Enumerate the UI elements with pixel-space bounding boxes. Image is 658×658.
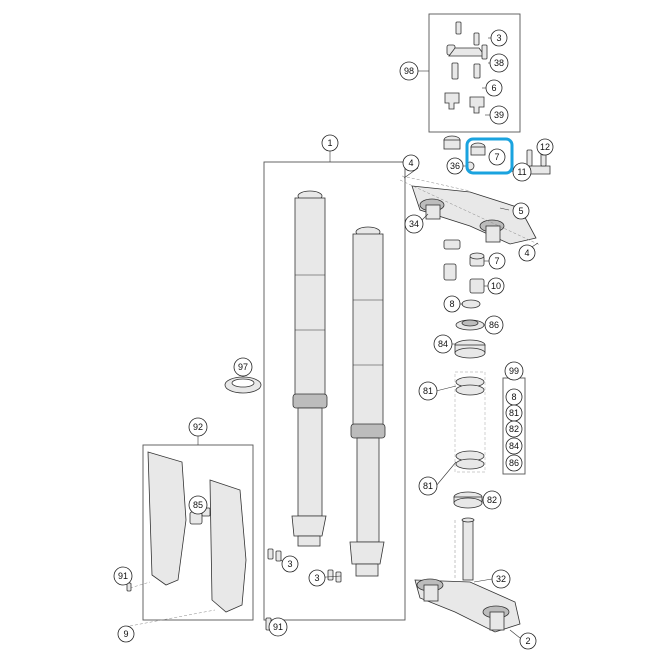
- fork-leg-right: [349, 226, 386, 577]
- callout-38[interactable]: 38: [489, 53, 509, 73]
- callout-34[interactable]: 34: [404, 214, 424, 234]
- callout-39[interactable]: 39: [489, 105, 509, 125]
- clamp-ring-97: [224, 376, 262, 394]
- svg-text:3: 3: [287, 559, 292, 569]
- svg-text:1: 1: [327, 138, 332, 148]
- callout-6[interactable]: 6: [485, 79, 503, 97]
- svg-text:9: 9: [123, 629, 128, 639]
- callout-9[interactable]: 9: [117, 625, 135, 643]
- callout-7-highlighted[interactable]: 7: [488, 148, 506, 166]
- callout-99-item-82[interactable]: 82: [505, 420, 523, 438]
- callout-3-left[interactable]: 3: [281, 555, 299, 573]
- callout-10[interactable]: 10: [487, 277, 505, 295]
- callout-86[interactable]: 86: [484, 315, 504, 335]
- callout-97[interactable]: 97: [233, 357, 253, 377]
- svg-text:6: 6: [491, 83, 496, 93]
- box-kit-98: [428, 13, 521, 133]
- lower-bearing: [453, 491, 483, 509]
- callout-4-top[interactable]: 4: [402, 154, 420, 172]
- svg-text:99: 99: [509, 366, 519, 376]
- callout-85[interactable]: 85: [188, 495, 208, 515]
- callout-3-right[interactable]: 3: [308, 569, 326, 587]
- highlight-part-7: [465, 137, 514, 175]
- callout-82[interactable]: 82: [482, 490, 502, 510]
- steering-stack-upper: [454, 299, 486, 359]
- svg-text:5: 5: [518, 206, 523, 216]
- svg-text:82: 82: [509, 424, 519, 434]
- svg-text:11: 11: [517, 167, 526, 177]
- callout-36[interactable]: 36: [446, 157, 464, 175]
- svg-text:84: 84: [438, 339, 448, 349]
- axle-pinch-bolts: [267, 548, 342, 583]
- svg-text:91: 91: [273, 622, 283, 632]
- callout-92[interactable]: 92: [188, 417, 208, 437]
- callout-81-upper[interactable]: 81: [418, 381, 438, 401]
- callout-8[interactable]: 8: [443, 295, 461, 313]
- callout-98[interactable]: 98: [399, 61, 419, 81]
- guard-screw-91: [126, 582, 132, 592]
- svg-text:32: 32: [496, 574, 506, 584]
- callout-3-top[interactable]: 3: [490, 29, 508, 47]
- callout-99-item-81[interactable]: 81: [505, 404, 523, 422]
- svg-text:12: 12: [540, 142, 550, 152]
- svg-text:8: 8: [511, 392, 516, 402]
- svg-text:4: 4: [408, 158, 413, 168]
- box-fork-1: [263, 161, 406, 621]
- callout-84[interactable]: 84: [433, 334, 453, 354]
- svg-text:4: 4: [524, 248, 529, 258]
- svg-text:92: 92: [193, 422, 203, 432]
- handlebar-mount-parts: [443, 135, 551, 175]
- svg-text:3: 3: [314, 573, 319, 583]
- svg-text:38: 38: [494, 58, 504, 68]
- svg-text:8: 8: [449, 299, 454, 309]
- svg-text:7: 7: [494, 152, 499, 162]
- svg-text:7: 7: [494, 256, 499, 266]
- kit-98-parts: [444, 21, 488, 114]
- callout-91-bottom[interactable]: 91: [268, 617, 288, 637]
- svg-text:39: 39: [494, 110, 504, 120]
- fork-guards: [147, 451, 247, 613]
- callout-5[interactable]: 5: [512, 202, 530, 220]
- fork-leg-left: [291, 190, 328, 547]
- callout-4-right[interactable]: 4: [518, 244, 536, 262]
- steering-head-frame: [454, 371, 486, 473]
- svg-text:86: 86: [509, 458, 519, 468]
- callout-1[interactable]: 1: [321, 134, 339, 152]
- callout-7-lower[interactable]: 7: [488, 252, 506, 270]
- svg-text:2: 2: [525, 636, 530, 646]
- callout-32[interactable]: 32: [491, 569, 511, 589]
- svg-text:91: 91: [118, 571, 128, 581]
- svg-text:34: 34: [409, 219, 419, 229]
- callout-99[interactable]: 99: [504, 361, 524, 381]
- callout-99-item-8[interactable]: 8: [505, 388, 523, 406]
- callout-12[interactable]: 12: [536, 138, 554, 156]
- callout-91-left[interactable]: 91: [113, 566, 133, 586]
- svg-text:3: 3: [496, 33, 501, 43]
- svg-text:97: 97: [238, 362, 248, 372]
- callout-81-lower[interactable]: 81: [418, 476, 438, 496]
- svg-text:82: 82: [487, 495, 497, 505]
- svg-text:10: 10: [491, 281, 501, 291]
- svg-text:81: 81: [509, 408, 519, 418]
- callout-99-item-86[interactable]: 86: [505, 454, 523, 472]
- svg-text:81: 81: [423, 386, 433, 396]
- svg-text:85: 85: [193, 500, 203, 510]
- callout-11[interactable]: 11: [512, 162, 532, 182]
- upper-triple-clamp: [411, 185, 537, 245]
- callout-2[interactable]: 2: [519, 632, 537, 650]
- svg-text:84: 84: [509, 441, 519, 451]
- svg-text:36: 36: [450, 161, 460, 171]
- svg-text:86: 86: [489, 320, 499, 330]
- bushings: [443, 239, 485, 294]
- svg-text:98: 98: [404, 66, 414, 76]
- callout-99-item-84[interactable]: 84: [505, 437, 523, 455]
- svg-text:81: 81: [423, 481, 433, 491]
- lower-triple-clamp: [414, 517, 521, 633]
